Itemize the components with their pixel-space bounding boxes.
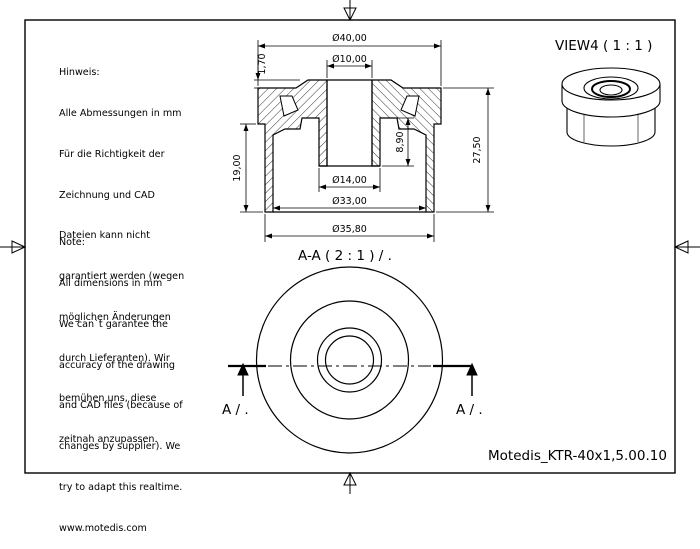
part-number: Motedis_KTR-40x1,5.00.10 xyxy=(488,448,667,464)
dim-h1900-label: 19,00 xyxy=(232,154,243,181)
note-line: accuracy of the drawing xyxy=(59,359,176,371)
note-line: try to adapt this realtime. xyxy=(59,481,183,493)
dim-d14-label: Ø14,00 xyxy=(332,175,367,186)
note-line: durch Lieferanten). Wir xyxy=(59,352,170,364)
dim-d33-label: Ø33,00 xyxy=(332,196,367,207)
center-mark-bottom xyxy=(343,471,357,494)
dim-h170 xyxy=(254,54,300,89)
dim-d14 xyxy=(318,168,381,192)
dim-d10-label: Ø10,00 xyxy=(332,54,367,65)
center-mark-left xyxy=(0,240,27,254)
note-line: Für die Richtigkeit der xyxy=(59,148,165,160)
center-mark-right xyxy=(673,240,700,254)
dim-h2750 xyxy=(436,87,494,213)
dim-h1900 xyxy=(240,123,263,213)
drawing-sheet: Ø40,00 Ø10,00 1,70 8,90 19,00 27,50 Ø1 xyxy=(0,0,700,494)
note-line: www.motedis.com xyxy=(59,522,147,534)
note-line: Dateien kann nicht xyxy=(59,230,150,242)
section-hatch-right xyxy=(371,79,442,213)
note-line: changes by supplier). We xyxy=(59,441,181,453)
note-line: Hinweis: xyxy=(59,67,100,79)
dim-h890 xyxy=(382,117,414,167)
section-hatch-left xyxy=(257,79,328,213)
dim-d10 xyxy=(326,60,373,78)
note-line: All dimensions in mm xyxy=(59,277,163,289)
dim-h890-label: 8,90 xyxy=(395,131,406,152)
front-view xyxy=(255,266,444,454)
dim-h170-label: 1,70 xyxy=(257,53,268,74)
note-line: Note: xyxy=(59,237,85,249)
dim-d35 xyxy=(264,214,435,242)
note-line: zeitnah anzupassen. xyxy=(59,434,158,446)
note-line: and CAD files (because of xyxy=(59,400,183,412)
cut-label-left: A / . xyxy=(222,402,249,418)
cutting-plane-line xyxy=(228,362,478,396)
center-mark-top xyxy=(343,0,357,22)
cut-label-right: A / . xyxy=(456,402,483,418)
iso-view xyxy=(561,67,661,147)
section-view-label: A-A ( 2 : 1 ) / . xyxy=(298,248,392,264)
note-line: garantiert werden (wegen xyxy=(59,271,185,283)
note-line: We can`t garantee the xyxy=(59,318,168,330)
dim-d40-label: Ø40,00 xyxy=(332,33,367,44)
note-german: Hinweis: Alle Abmessungen in mm Für die … xyxy=(59,39,184,460)
dim-h2750-label: 27,50 xyxy=(472,136,483,163)
note-english: Note: All dimensions in mm We can`t gara… xyxy=(59,209,183,549)
iso-view-label: VIEW4 ( 1 : 1 ) xyxy=(555,38,652,54)
note-line: Alle Abmessungen in mm xyxy=(59,107,182,119)
note-line: Zeichnung und CAD xyxy=(59,189,155,201)
dim-d35-label: Ø35,80 xyxy=(332,224,367,235)
note-line: bemühen uns, diese xyxy=(59,393,157,405)
note-line: möglichen Änderungen xyxy=(59,311,171,323)
section-view xyxy=(257,79,442,213)
